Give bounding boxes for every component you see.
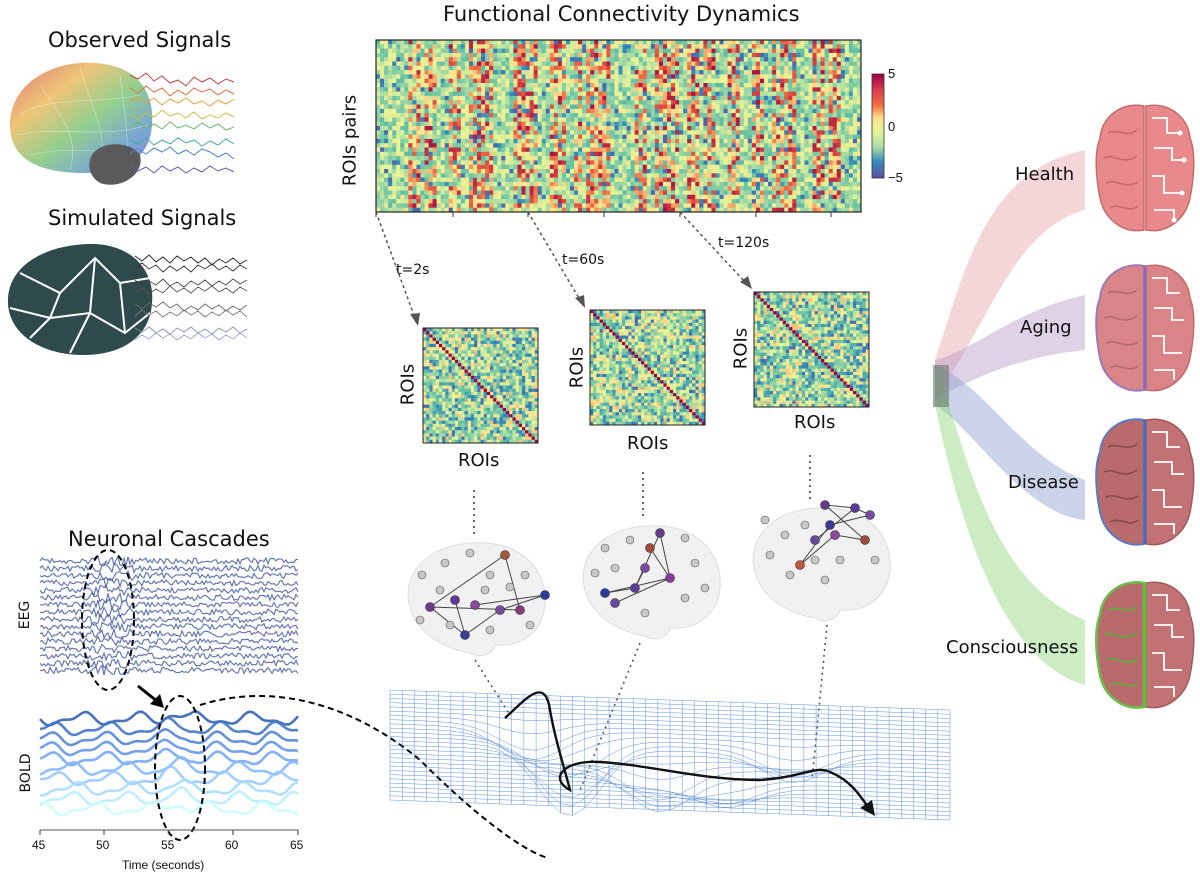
energy-landscape (360, 670, 960, 875)
brain-icon-disease (1092, 412, 1198, 552)
brain-icon-health (1092, 98, 1198, 238)
outcome-flow-bands (925, 120, 1095, 700)
outcome-consciousness: Consciousness (946, 637, 1078, 658)
outcome-aging: Aging (1020, 317, 1072, 338)
brain-icon-consciousness (1092, 575, 1198, 715)
outcome-health: Health (1015, 164, 1074, 185)
brain-icon-aging (1092, 258, 1198, 398)
outcome-disease: Disease (1008, 472, 1079, 493)
